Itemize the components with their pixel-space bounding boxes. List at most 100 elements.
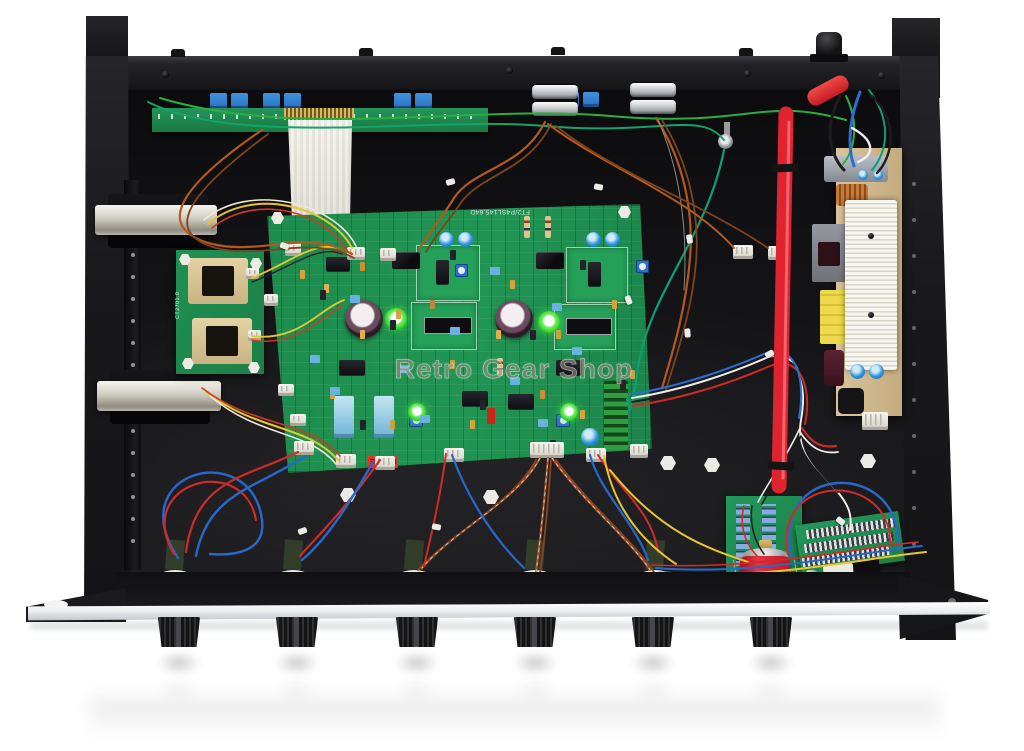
knob-reflection-faint [516, 682, 554, 696]
rear-panel-knob [816, 32, 842, 58]
front-knob [275, 617, 319, 647]
floor-hex-nut [860, 454, 876, 468]
wire-connector [246, 268, 259, 279]
knob-reflection-faint [398, 682, 436, 696]
floor-hex-nut [704, 458, 720, 472]
blue-capacitor [605, 232, 620, 247]
front-panel-silver-edge [28, 602, 990, 621]
cover-tab [171, 49, 185, 57]
panel-reflection [30, 621, 988, 630]
psu-cap-maroon [824, 350, 844, 386]
rack-slot-hole [44, 600, 68, 609]
wire-connector [530, 442, 564, 458]
knob-reflection [632, 652, 674, 674]
jack-chrome [630, 83, 676, 97]
standoff-hex [248, 362, 260, 373]
dip8-ic [588, 262, 601, 286]
film-capacitor [263, 93, 280, 109]
wire-connector [264, 294, 278, 306]
film-capacitor [210, 93, 227, 109]
psu-output-plug [862, 412, 888, 430]
floor-hex-nut [660, 456, 676, 470]
module-chip [566, 318, 612, 335]
ground-lug-strap [724, 122, 730, 137]
standoff-hex [250, 258, 262, 269]
ribbon-header [284, 108, 354, 120]
film-capacitor [394, 93, 411, 109]
blue-relay [374, 396, 394, 438]
trim-potentiometer [455, 264, 468, 277]
output-transformer-band [97, 381, 221, 411]
wire-connector [444, 448, 464, 462]
dip8-ic [462, 391, 488, 406]
cover-tab [739, 48, 753, 56]
component-sprinkles-dark [320, 290, 326, 300]
psu-transformer-window [818, 242, 840, 266]
knob-reflection-faint [752, 682, 790, 696]
psu-blue-bead [858, 170, 868, 180]
psu-blue-cap [850, 364, 865, 379]
green-led [538, 311, 560, 333]
blue-capacitor [458, 232, 473, 247]
terminal-block [604, 380, 628, 450]
jack-chrome [630, 100, 676, 114]
electrolytic-capacitor [495, 300, 533, 338]
knob-reflection [514, 652, 556, 674]
rear-panel-top-bar [118, 56, 900, 94]
relay [536, 252, 564, 269]
blue-capacitor [581, 428, 599, 446]
knob-reflection-faint [278, 682, 316, 696]
wire-connector [630, 444, 648, 458]
knob-reflection [158, 652, 200, 674]
dip8-ic [436, 260, 449, 284]
rear-screw [744, 70, 751, 77]
film-capacitor [231, 93, 248, 109]
rack-hole [948, 598, 956, 606]
standoff-hex [618, 206, 631, 218]
floor-hex-nut [483, 490, 499, 504]
component-sprinkles-orange [300, 270, 305, 279]
green-led [408, 403, 426, 421]
standoff-hex [182, 358, 194, 369]
dip8-ic [508, 394, 534, 409]
wire-connector [336, 454, 356, 468]
front-knob [749, 617, 793, 647]
dip8-ic [339, 360, 365, 375]
blue-capacitor [586, 232, 601, 247]
film-capacitor [415, 93, 432, 109]
front-knob [513, 617, 557, 647]
rear-screw [162, 71, 169, 78]
knob-reflection-faint [634, 682, 672, 696]
ribbon-cable [288, 120, 352, 217]
electrolytic-capacitor [345, 300, 383, 338]
left-side-wall [84, 56, 130, 616]
axial-resistor [545, 216, 551, 238]
wire-connector [278, 384, 294, 396]
blue-capacitor [439, 232, 454, 247]
knob-reflection [750, 652, 792, 674]
cover-tab [551, 47, 565, 55]
heatsink-screw [868, 233, 874, 239]
module-chip [424, 317, 472, 334]
standoff-hex [271, 212, 284, 224]
trim-potentiometer [636, 260, 649, 273]
xlr-shell [486, 90, 532, 114]
rear-screw [506, 67, 513, 74]
wire-connector [733, 245, 753, 259]
cover-tab [359, 48, 373, 56]
psu-black-cap [838, 388, 864, 414]
knob-reflection [396, 652, 438, 674]
standoff-hex [179, 254, 191, 265]
relay [392, 252, 420, 269]
inductor-core [202, 266, 234, 296]
front-knob [395, 617, 439, 647]
psu-blue-bead [873, 170, 883, 180]
blue-relay [334, 396, 354, 438]
front-knob [157, 617, 201, 647]
opamp-daughterboard [416, 245, 480, 301]
watermark-text: Retro Gear Shop [394, 354, 634, 385]
heatsink-screw [868, 312, 874, 318]
front-panel-inner-face [116, 572, 910, 608]
